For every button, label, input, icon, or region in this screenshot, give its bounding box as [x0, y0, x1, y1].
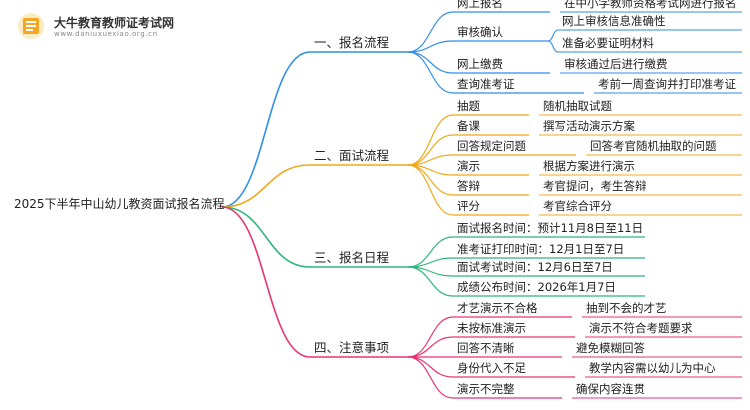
- item-label-2-1: 抽题: [457, 99, 480, 113]
- item-connector-1-3: [407, 51, 454, 74]
- item-connector-4-2: [407, 336, 454, 358]
- detail-label-1-2-1: 网上审核信息准确性: [562, 14, 666, 28]
- item-label-4-1: 才艺演示不合格: [457, 301, 538, 315]
- item-label-2-5: 答辩: [457, 179, 480, 193]
- detail-label-4-5-1: 确保内容连贯: [576, 382, 645, 396]
- detail-label-4-2-1: 演示不符合考题要求: [589, 321, 693, 335]
- item-label-2-4: 演示: [457, 159, 480, 173]
- item-label-4-4: 身份代入不足: [457, 361, 526, 375]
- item-label-3-3: 面试考试时间：12月6日至7日: [457, 260, 613, 274]
- item-connector-4-5: [407, 356, 454, 399]
- branch-connector-3: [221, 206, 311, 268]
- branch-label-4: 四、注意事项: [314, 340, 390, 355]
- detail-label-2-5-1: 考官提问，考生答辩: [543, 179, 647, 193]
- item-connector-1-4: [407, 51, 454, 94]
- branch-label-1: 一、报名流程: [314, 35, 390, 50]
- branch-label-3: 三、报名日程: [314, 250, 390, 265]
- branch-connector-2: [221, 164, 311, 208]
- brand-name: 大牛教育教师证考试网: [54, 16, 175, 30]
- detail-connector-1-2-2: [547, 40, 559, 53]
- item-label-4-5: 演示不完整: [457, 382, 515, 396]
- item-label-2-6: 评分: [457, 199, 480, 213]
- item-connector-2-6: [407, 164, 454, 216]
- branch-label-2: 二、面试流程: [314, 148, 390, 163]
- detail-label-2-1-1: 随机抽取试题: [543, 99, 612, 113]
- detail-label-1-1-1: 在中小学教师资格考试网进行报名: [564, 0, 737, 10]
- branch-connector-4: [221, 206, 311, 358]
- item-label-4-2: 未按标准演示: [457, 321, 526, 335]
- item-label-2-3: 回答规定问题: [457, 139, 526, 153]
- detail-label-4-1-1: 抽到不会的才艺: [586, 301, 667, 315]
- item-connector-3-4: [407, 266, 454, 297]
- brand-logo: 大牛教育教师证考试网 www.daniuxuexiao.org.cn: [14, 10, 174, 44]
- item-label-1-1: 网上报名: [457, 0, 503, 10]
- item-label-2-2: 备课: [457, 119, 480, 133]
- item-label-4-3: 回答不清晰: [457, 341, 515, 355]
- item-connector-1-2: [407, 40, 454, 53]
- item-label-1-3: 网上缴费: [457, 57, 503, 71]
- detail-label-2-2-1: 撰写活动演示方案: [543, 119, 635, 133]
- branch-connector-1: [221, 51, 311, 208]
- item-label-3-1: 面试报名时间：预计11月8日至11日: [457, 221, 644, 235]
- item-label-3-2: 准考证打印时间：12月1日至7日: [457, 242, 625, 256]
- book-logo-icon: [18, 13, 44, 39]
- detail-connector-1-2-1: [547, 29, 559, 42]
- detail-label-4-3-1: 避免模糊回答: [576, 341, 645, 355]
- item-connector-1-1: [407, 11, 454, 53]
- detail-label-4-4-1: 教学内容需以幼儿为中心: [589, 361, 716, 375]
- detail-label-2-6-1: 考官综合评分: [543, 199, 612, 213]
- root-node: 2025下半年中山幼儿教资面试报名流程: [14, 197, 225, 211]
- item-label-3-4: 成绩公布时间：2026年1月7日: [457, 280, 616, 294]
- brand-url: www.daniuxuexiao.org.cn: [54, 30, 158, 38]
- item-connector-4-1: [407, 316, 454, 358]
- item-label-1-2: 审核确认: [457, 25, 503, 39]
- detail-label-1-4-1: 考前一周查询并打印准考证: [598, 77, 736, 91]
- detail-label-1-2-2: 准备必要证明材料: [562, 36, 654, 50]
- item-connector-2-1: [407, 114, 454, 166]
- detail-label-2-3-1: 回答考官随机抽取的问题: [590, 139, 717, 153]
- item-label-1-4: 查询准考证: [457, 77, 515, 91]
- detail-label-1-3-1: 审核通过后进行缴费: [564, 57, 668, 71]
- detail-label-2-4-1: 根据方案进行演示: [543, 159, 635, 173]
- item-connector-4-4: [407, 356, 454, 378]
